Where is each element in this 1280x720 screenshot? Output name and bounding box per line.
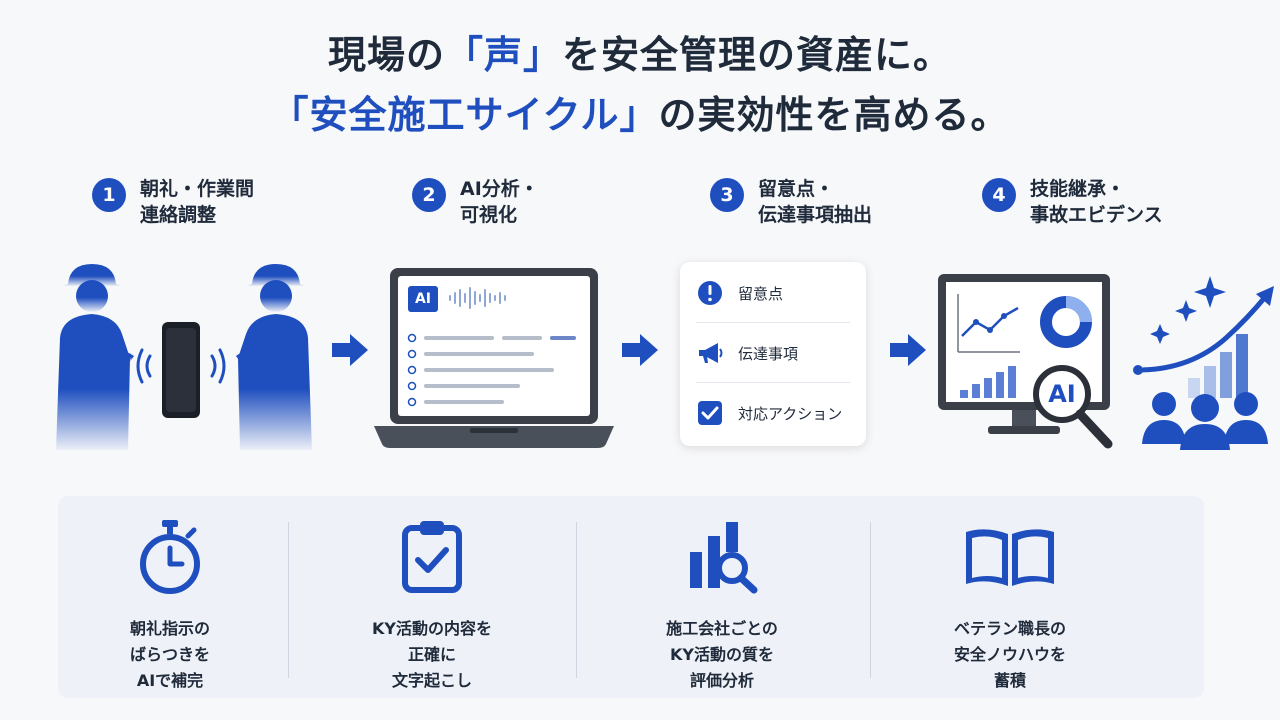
headline-1-pre: 現場の [327,33,445,77]
transcript-lines [407,333,576,407]
step-4: 4 技能継承・ 事故エビデンス [982,176,1163,228]
flow-arrow-icon [332,334,368,366]
team-icon [1142,392,1268,450]
bar-chart-icon [960,366,1016,398]
benefit-caption: KY活動の内容を 正確に 文字起こし [372,619,492,690]
line-chart-icon [957,294,1020,353]
step-number: 1 [92,178,126,212]
benefits-panel [58,496,1204,698]
bar-chart-search-icon [690,522,758,594]
donut-chart-icon [1040,296,1092,348]
laptop-base [374,426,614,448]
growth-arrow-icon [1133,286,1274,375]
megaphone-icon [696,339,724,367]
checkbox-icon [696,399,724,427]
checklist-item: 留意点 [696,270,850,316]
workers-recorder-illustration [56,264,312,450]
step-3: 3 留意点・ 伝達事項抽出 [710,176,872,228]
worker-right-icon [236,264,312,450]
panel-divider [288,522,289,678]
checklist-label: 対応アクション [738,404,843,423]
sound-wave-icon [136,348,226,384]
clipboard-check-icon [402,521,462,593]
audio-waveform-icon [449,287,506,309]
benefit-caption: ベテラン職長の 安全ノウハウを 蓄積 [953,619,1066,690]
step-label: 技能継承・ 事故エビデンス [1030,178,1163,226]
headline-2-accent: 「安全施工サイクル」 [270,93,659,137]
laptop-illustration: AI [374,266,614,450]
headline-1-post: を安全管理の資産に。 [562,33,953,77]
headline-1-accent: 「声」 [444,33,562,77]
step-number: 3 [710,178,744,212]
stopwatch-icon [140,520,200,594]
step-label: 朝礼・作業間 連絡調整 [140,178,255,226]
step-label: 留意点・ 伝達事項抽出 [758,178,873,226]
checklist-label: 留意点 [738,284,784,303]
flow-arrow-icon [890,334,926,366]
headline-line-2: 「安全施工サイクル」の実効性を高める。 [0,84,1280,139]
step-1: 1 朝礼・作業間 連絡調整 [92,176,254,228]
benefit-caption: 施工会社ごとの KY活動の質を 評価分析 [666,619,778,690]
checklist-item: 対応アクション [696,390,850,436]
flow-arrow-icon [622,334,658,366]
worker-left-icon [56,264,134,450]
step-2: 2 AI分析・ 可視化 [412,176,539,228]
sparkle-icon [1150,276,1226,344]
headline-line-1: 現場の「声」を安全管理の資産に。 [0,24,1280,79]
step-number: 4 [982,178,1016,212]
checklist-label: 伝達事項 [738,344,799,363]
ai-badge: AI [408,286,438,312]
growth-bars-icon [1188,334,1248,398]
step-number: 2 [412,178,446,212]
magnifier-icon [1033,365,1113,449]
panel-divider [576,522,577,678]
panel-divider [870,522,871,678]
exclamation-icon [696,279,724,307]
benefit-caption: 朝礼指示の ばらつきを AIで補完 [129,619,210,690]
analytics-monitor-illustration: AI [936,272,1116,454]
open-book-icon [966,529,1054,586]
headline-2-post: の実効性を高める。 [658,93,1010,137]
growth-team-illustration [1133,276,1274,450]
ai-badge: AI [1048,380,1076,408]
extraction-card: 留意点 伝達事項 対応アクション [680,262,866,446]
step-label: AI分析・ 可視化 [460,178,539,226]
checklist-item: 伝達事項 [696,330,850,376]
